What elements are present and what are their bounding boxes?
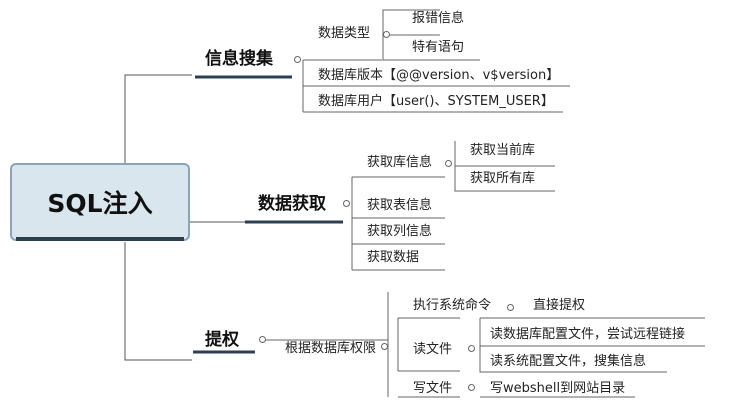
collapse-dot-icon[interactable] xyxy=(381,343,388,350)
collapse-dot-icon[interactable] xyxy=(383,31,390,38)
node-db-version[interactable]: 数据库版本【@@version、v$version】 xyxy=(318,68,560,83)
collapse-dot-icon[interactable] xyxy=(468,384,475,391)
node-by-db-privilege[interactable]: 根据数据库权限 xyxy=(285,341,377,356)
branch-info-gathering[interactable]: 信息搜集 xyxy=(205,49,273,69)
node-get-column-info[interactable]: 获取列信息 xyxy=(367,224,433,239)
node-get-current-db[interactable]: 获取当前库 xyxy=(470,143,536,158)
node-get-db-info[interactable]: 获取库信息 xyxy=(367,155,433,170)
node-write-webshell[interactable]: 写webshell到网站目录 xyxy=(490,381,626,396)
node-exec-system-command[interactable]: 执行系统命令 xyxy=(413,298,492,313)
node-special-statements[interactable]: 特有语句 xyxy=(412,40,465,55)
node-data-type[interactable]: 数据类型 xyxy=(318,26,371,41)
node-db-user[interactable]: 数据库用户【user()、SYSTEM_USER】 xyxy=(318,94,554,109)
root-node[interactable]: SQL注入 xyxy=(10,163,190,241)
branch-privilege-escalation[interactable]: 提权 xyxy=(205,330,239,350)
root-underline xyxy=(16,237,184,241)
collapse-dot-icon[interactable] xyxy=(445,160,452,167)
root-label: SQL注入 xyxy=(47,189,153,218)
node-get-data[interactable]: 获取数据 xyxy=(367,250,420,265)
node-read-db-config[interactable]: 读数据库配置文件，尝试远程链接 xyxy=(490,327,686,342)
node-get-table-info[interactable]: 获取表信息 xyxy=(367,198,433,213)
collapse-dot-icon[interactable] xyxy=(259,336,266,343)
branch-data-retrieval[interactable]: 数据获取 xyxy=(258,194,326,214)
collapse-dot-icon[interactable] xyxy=(468,345,475,352)
collapse-dot-icon[interactable] xyxy=(507,304,514,311)
collapse-dot-icon[interactable] xyxy=(294,56,301,63)
node-get-all-dbs[interactable]: 获取所有库 xyxy=(470,171,536,186)
collapse-dot-icon[interactable] xyxy=(343,200,350,207)
node-read-sys-config[interactable]: 读系统配置文件，搜集信息 xyxy=(490,354,647,369)
node-write-file[interactable]: 写文件 xyxy=(413,381,453,396)
node-error-info[interactable]: 报错信息 xyxy=(412,11,465,26)
node-read-file[interactable]: 读文件 xyxy=(413,342,453,357)
node-direct-escalation[interactable]: 直接提权 xyxy=(533,298,586,313)
